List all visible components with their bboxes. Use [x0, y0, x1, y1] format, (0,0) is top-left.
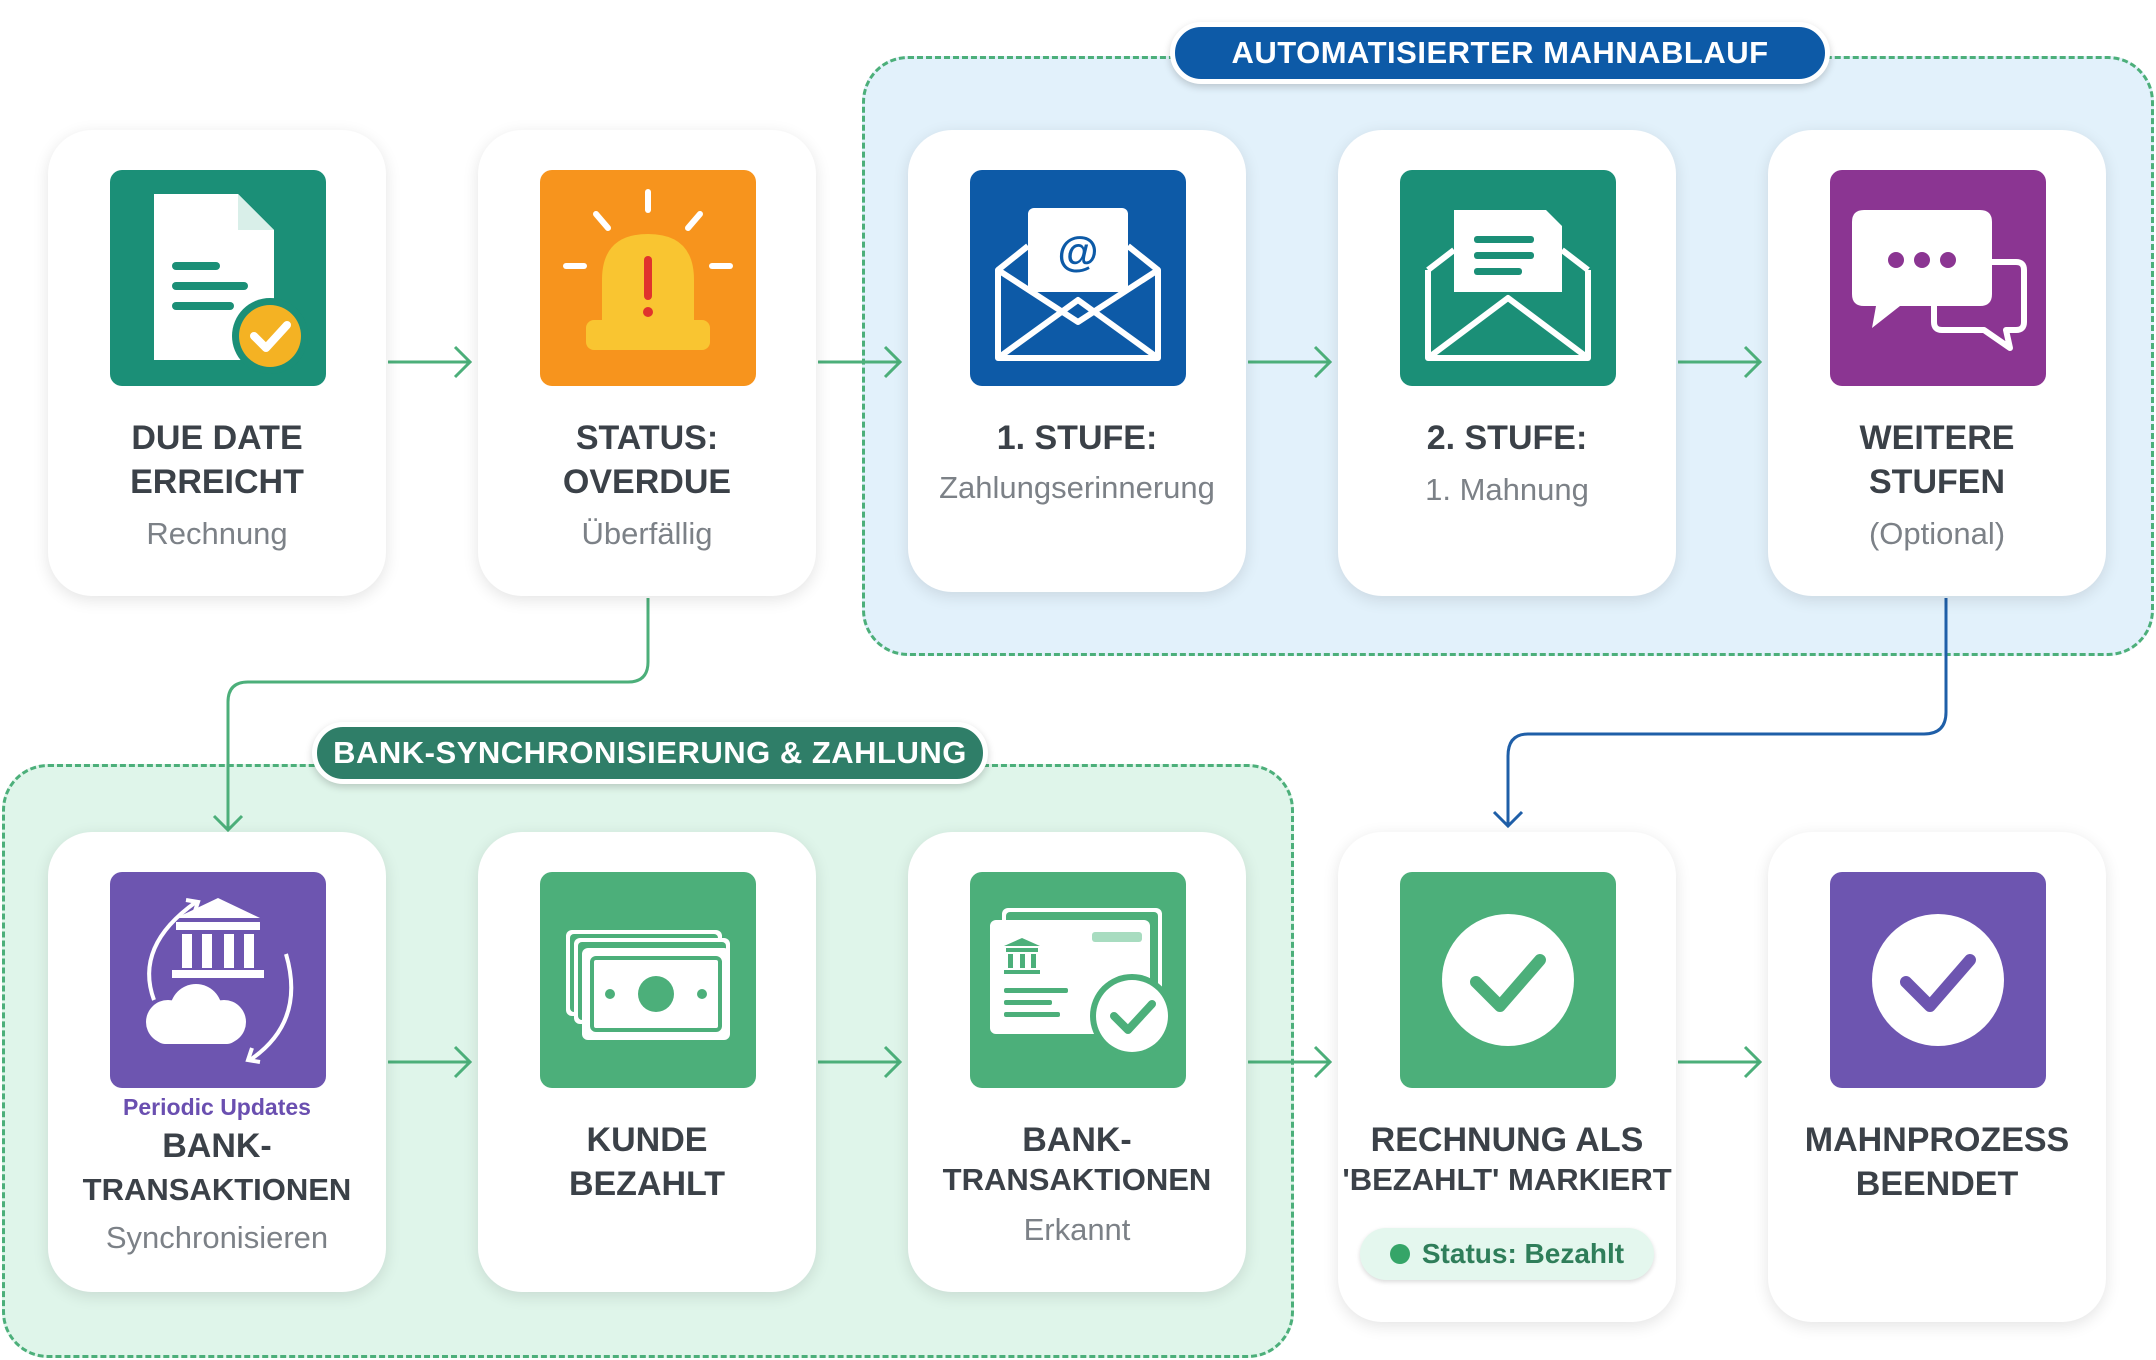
svg-text:@: @ — [1058, 228, 1099, 275]
dunning-group-label: AUTOMATISIERTER MAHNABLAUF — [1170, 22, 1830, 84]
step-title-line2: STUFEN — [1869, 463, 2005, 501]
step-due-date-card: DUE DATE ERREICHT Rechnung — [48, 130, 386, 596]
step-title-line2: OVERDUE — [562, 463, 732, 501]
step-title-line2: BEZAHLT — [568, 1165, 726, 1203]
periodic-updates-tag: Periodic Updates — [123, 1094, 311, 1120]
status-badge: Status: Bezahlt — [1360, 1228, 1654, 1280]
step-title-line1: RECHNUNG ALS — [1370, 1121, 1644, 1159]
step-bank-sync-card: Periodic Updates BANK- TRANSAKTIONEN Syn… — [48, 832, 386, 1292]
step-stage2-card: 2. STUFE: 1. Mahnung — [1338, 130, 1676, 596]
step-title-line1: DUE DATE — [131, 419, 303, 457]
step-title-line2: 'BEZAHLT' MARKIERT — [1342, 1162, 1672, 1197]
step-title-line1: KUNDE — [586, 1121, 708, 1159]
step-title-line2: TRANSAKTIONEN — [82, 1172, 352, 1207]
bank-card-check-icon — [970, 872, 1186, 1088]
step-subtitle: Erkannt — [1023, 1212, 1131, 1247]
bank-group-label: BANK-SYNCHRONISIERUNG & ZAHLUNG — [312, 722, 988, 784]
status-badge-label: Status: Bezahlt — [1421, 1238, 1625, 1269]
step-title-line2: BEENDET — [1855, 1165, 2019, 1203]
envelope-letter-icon — [1400, 170, 1616, 386]
chat-bubbles-icon — [1830, 170, 2046, 386]
step-bank-detected-card: BANK- TRANSAKTIONEN Erkannt — [908, 832, 1246, 1292]
step-overdue-card: STATUS: OVERDUE Überfällig — [478, 130, 816, 596]
step-title-line1: STATUS: — [575, 419, 719, 457]
arrow-step2-to-bank-sync — [226, 598, 650, 830]
document-check-icon — [110, 170, 326, 386]
step-subtitle: Synchronisieren — [105, 1220, 329, 1255]
step-title-line1: MAHNPROZESS — [1804, 1121, 2070, 1159]
step-subtitle: Überfällig — [581, 516, 713, 551]
step-process-finished-card: MAHNPROZESS BEENDET — [1768, 832, 2106, 1322]
step-title-line1: BANK- — [162, 1127, 272, 1165]
alarm-icon — [540, 170, 756, 386]
step-further-stages-card: WEITERE STUFEN (Optional) — [1768, 130, 2106, 596]
step-title-line1: 1. STUFE: — [996, 419, 1158, 457]
status-dot — [1389, 1244, 1410, 1264]
step-invoice-paid-card: RECHNUNG ALS 'BEZAHLT' MARKIERT Status: … — [1338, 832, 1676, 1322]
step-title-line1: 2. STUFE: — [1426, 419, 1588, 457]
step-stage1-card: @ 1. STUFE: Zahlungserinnerung — [908, 130, 1246, 592]
step-title-line1: WEITERE — [1859, 419, 2015, 457]
step-title-line2: ERREICHT — [130, 463, 304, 501]
step-title-line2: TRANSAKTIONEN — [942, 1162, 1212, 1197]
step-title-line1: BANK- — [1022, 1121, 1132, 1159]
step-customer-paid-card: KUNDE BEZAHLT — [478, 832, 816, 1292]
bank-sync-icon — [110, 872, 326, 1088]
arrow-step5-to-step9 — [1506, 598, 1948, 826]
step-subtitle: (Optional) — [1868, 516, 2006, 551]
email-at-icon: @ — [970, 170, 1186, 386]
check-circle-icon — [1830, 872, 2046, 1088]
check-circle-icon — [1400, 872, 1616, 1088]
step-subtitle: Zahlungserinnerung — [939, 470, 1215, 505]
step-subtitle: 1. Mahnung — [1425, 472, 1589, 507]
step-subtitle: Rechnung — [146, 516, 288, 551]
cash-icon — [540, 872, 756, 1088]
